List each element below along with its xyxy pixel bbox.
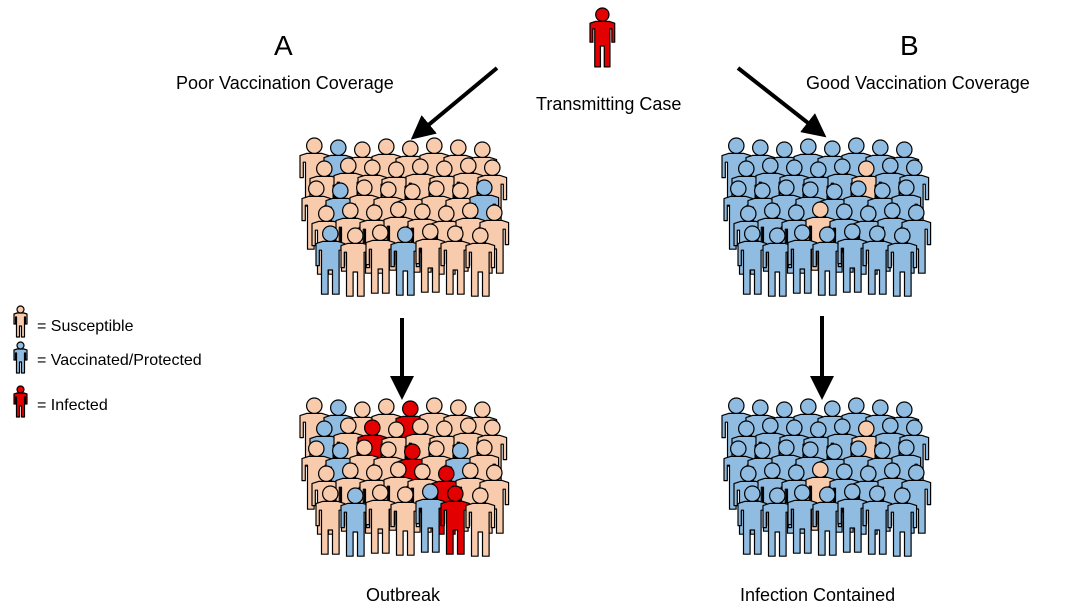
vaccinated-person-icon — [737, 485, 768, 555]
vaccinated-person-icon — [812, 226, 843, 296]
vaccinated-person-icon — [390, 226, 421, 296]
panel-a-title: Poor Vaccination Coverage — [176, 73, 394, 93]
susceptible-person-icon — [315, 485, 346, 555]
susceptible-person-icon — [390, 486, 421, 556]
vaccinated-person-icon — [837, 223, 868, 293]
vaccinated-person-icon — [762, 487, 793, 557]
susceptible-person-icon — [415, 223, 446, 293]
panel-a-outcome: Outbreak — [366, 585, 441, 605]
flow-arrows — [390, 66, 834, 400]
legend-infected-label: = Infected — [37, 397, 108, 414]
panel-b-letter: B — [900, 30, 919, 61]
susceptible-person-icon — [465, 227, 496, 297]
transmitting-case-label: Transmitting Case — [536, 94, 682, 114]
panel-a-letter: A — [274, 30, 293, 61]
vaccinated-person-icon — [762, 227, 793, 297]
panel-b-title: Good Vaccination Coverage — [806, 73, 1030, 93]
crowd-b-after — [721, 397, 932, 557]
panel-b-outcome: Infection Contained — [740, 585, 896, 605]
crowd-a-after — [299, 397, 510, 557]
susceptible-person-icon — [340, 227, 371, 297]
vaccinated-person-icon — [887, 487, 918, 557]
susceptible-person-icon — [440, 225, 471, 295]
infected-person-icon — [13, 385, 28, 418]
vaccinated-person-icon — [315, 225, 346, 295]
vaccinated-person-icon — [787, 224, 818, 294]
vaccinated-person-icon — [887, 227, 918, 297]
vaccinated-person-icon — [862, 485, 893, 555]
arrow-to-panel-a — [410, 66, 499, 140]
vaccinated-person-icon — [340, 487, 371, 557]
crowd-a-before — [299, 137, 510, 297]
crowd-b-before — [721, 137, 932, 297]
vaccinated-person-icon — [812, 486, 843, 556]
transmitting-case-icon — [589, 7, 616, 68]
legend-vaccinated-label: = Vaccinated/Protected — [37, 352, 202, 369]
susceptible-person-icon — [465, 487, 496, 557]
susceptible-person-icon — [13, 305, 28, 338]
vaccinated-person-icon — [837, 483, 868, 553]
vaccinated-person-icon — [737, 225, 768, 295]
susceptible-person-icon — [365, 484, 396, 554]
legend-susceptible-label: = Susceptible — [37, 318, 134, 335]
vaccinated-person-icon — [13, 341, 28, 374]
arrow-to-panel-b — [736, 66, 827, 138]
